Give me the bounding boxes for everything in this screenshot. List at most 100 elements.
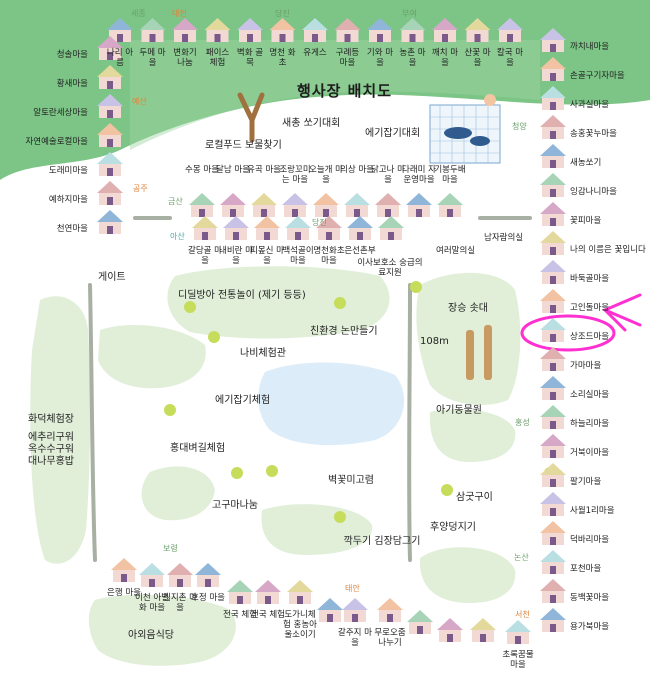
village-house-top bbox=[107, 18, 133, 42]
village-house-top bbox=[367, 18, 393, 42]
label-folk-games: 디딜방아 전통놀이 (제기 등등) bbox=[178, 290, 306, 301]
pond bbox=[258, 362, 405, 446]
village-label-top: 벽화 골목 bbox=[236, 48, 264, 68]
village-label-top: 변화기 나눔 bbox=[173, 48, 197, 68]
village-label-right: 꽃피마을 bbox=[570, 216, 602, 226]
village-label-right: 잉감나니마을 bbox=[570, 187, 617, 197]
village-house-mid2 bbox=[347, 216, 373, 240]
village-house-mid1 bbox=[251, 193, 277, 217]
village-label-right: 덕바리마을 bbox=[570, 535, 610, 545]
village-label-right: 포천마을 bbox=[570, 564, 602, 574]
region-hongseong: 홍성 bbox=[515, 418, 530, 427]
village-label-right: 거북이마을 bbox=[570, 448, 610, 458]
village-house-right bbox=[540, 405, 566, 429]
village-house-mid2 bbox=[285, 216, 311, 240]
village-house-right bbox=[540, 86, 566, 110]
village-label-bottom: 전국 체험 bbox=[223, 610, 257, 620]
village-house-mid1 bbox=[344, 193, 370, 217]
village-house-mid1 bbox=[282, 193, 308, 217]
village-label-mid2: 갈당골 마을 bbox=[188, 246, 222, 266]
label-rice-field: 후양덩지기 bbox=[430, 522, 476, 533]
village-label-mid1: 달남 마을 bbox=[216, 165, 250, 175]
slingshot-graphic bbox=[237, 92, 265, 143]
region-dangjin-top: 당진 bbox=[275, 9, 290, 18]
village-label-right: 팔기마을 bbox=[570, 477, 602, 487]
region-nonsan: 논산 bbox=[514, 553, 529, 562]
village-label-top: 칼국 마을 bbox=[496, 48, 524, 68]
village-label-mid2: 백석골이 마을 bbox=[282, 246, 314, 266]
region-sejong: 세종 bbox=[131, 9, 146, 18]
label-butterfly: 나비체험관 bbox=[240, 348, 286, 359]
village-house-top bbox=[269, 18, 296, 42]
region-boryeong: 보령 bbox=[163, 544, 178, 553]
village-house-top bbox=[432, 18, 458, 42]
right-lawn-3 bbox=[419, 547, 516, 603]
village-label-bottom: 도가니체험 홍농아울소이기 bbox=[283, 610, 317, 640]
village-label-top: 산꽃 마을 bbox=[464, 48, 491, 68]
label-eco-crafts: 친환경 논만들기 bbox=[310, 326, 378, 337]
village-label-bottom: 갈주지 마을 bbox=[338, 628, 372, 648]
village-label-left: 도래미마을 bbox=[48, 166, 88, 176]
label-gate: 게이트 bbox=[98, 272, 126, 283]
village-label-bottom: 필지촌 마을 bbox=[163, 593, 197, 613]
village-house-mid2 bbox=[254, 216, 280, 240]
village-label-mid2: 명천화초 마을 bbox=[313, 246, 345, 266]
village-label-right: 송홍꽃누마을 bbox=[570, 129, 617, 139]
village-label-left: 알토란세상마을 bbox=[33, 108, 88, 118]
village-house-left bbox=[97, 65, 123, 89]
village-house-top bbox=[237, 18, 263, 42]
label-left-area-title: 화덕체험장 bbox=[28, 414, 74, 425]
region-dangjin: 당진 bbox=[312, 218, 327, 227]
village-house-left bbox=[97, 36, 123, 60]
village-house-right bbox=[540, 28, 566, 52]
village-house-right bbox=[540, 347, 566, 371]
left-lawn bbox=[30, 296, 91, 564]
village-house-bottom bbox=[227, 580, 253, 604]
label-kimjang: 깍두기 김장담그기 bbox=[343, 536, 421, 547]
road-east bbox=[407, 283, 412, 562]
village-house-top bbox=[497, 18, 523, 42]
village-label-top: 두메 마을 bbox=[139, 48, 166, 68]
region-geumsan: 금산 bbox=[168, 197, 183, 206]
village-label-right: 사과실마을 bbox=[570, 100, 610, 110]
label-treasure: 로컬푸드 보물찾기 bbox=[205, 140, 282, 151]
village-house-right bbox=[540, 260, 566, 284]
village-house-right bbox=[540, 202, 566, 226]
label-sweet-roast: 삼굿구이 bbox=[456, 492, 493, 503]
village-label-right: 가마마을 bbox=[570, 361, 602, 371]
village-label-right: 소리실마을 bbox=[570, 390, 610, 400]
highlight-arrow bbox=[603, 293, 642, 332]
village-label-top: 명천 화초 bbox=[269, 48, 296, 68]
label-fishing: 에기잡기대회 bbox=[365, 128, 421, 139]
region-seocheon: 서천 bbox=[515, 610, 530, 619]
village-label-right: 새농쏘기 bbox=[570, 158, 602, 168]
village-house-right bbox=[540, 550, 566, 574]
village-label-mid1: 수몽 마을 bbox=[185, 165, 219, 175]
village-label-mid1: 유곡 마을 bbox=[247, 165, 281, 175]
village-house-mid1 bbox=[220, 193, 246, 217]
village-label-mid1: 의상 마을 bbox=[340, 165, 374, 175]
village-label-left: 천연마을 bbox=[56, 224, 88, 234]
village-label-right: 하늘리마을 bbox=[570, 419, 610, 429]
village-house-right bbox=[540, 144, 566, 168]
village-house-mid2 bbox=[223, 216, 249, 240]
village-house-right bbox=[540, 231, 566, 255]
village-house-bottom bbox=[139, 563, 165, 587]
village-label-mid2: 피뫂신 마을 bbox=[250, 246, 284, 266]
village-label-top: 나리 아름 bbox=[106, 48, 134, 68]
village-house-right bbox=[540, 318, 566, 342]
village-house-right bbox=[540, 173, 566, 197]
village-label-top: 유게스 bbox=[303, 48, 327, 58]
village-label-left: 예하지마을 bbox=[48, 195, 88, 205]
label-kids-zoo: 아기동물원 bbox=[436, 405, 482, 416]
village-label-mid2: 내비란 마을 bbox=[219, 246, 253, 266]
village-label-bottom: 초록꿈물 마을 bbox=[502, 650, 534, 670]
village-house-mid2 bbox=[378, 216, 404, 240]
label-lake-right: 남자람의실 bbox=[484, 233, 524, 243]
village-house-right bbox=[540, 289, 566, 313]
village-label-left: 청솔마을 bbox=[56, 50, 88, 60]
label-jangseung: 장승 솟대 bbox=[448, 303, 488, 314]
center-lawn-3 bbox=[141, 466, 215, 521]
village-house-mid1 bbox=[406, 193, 432, 217]
